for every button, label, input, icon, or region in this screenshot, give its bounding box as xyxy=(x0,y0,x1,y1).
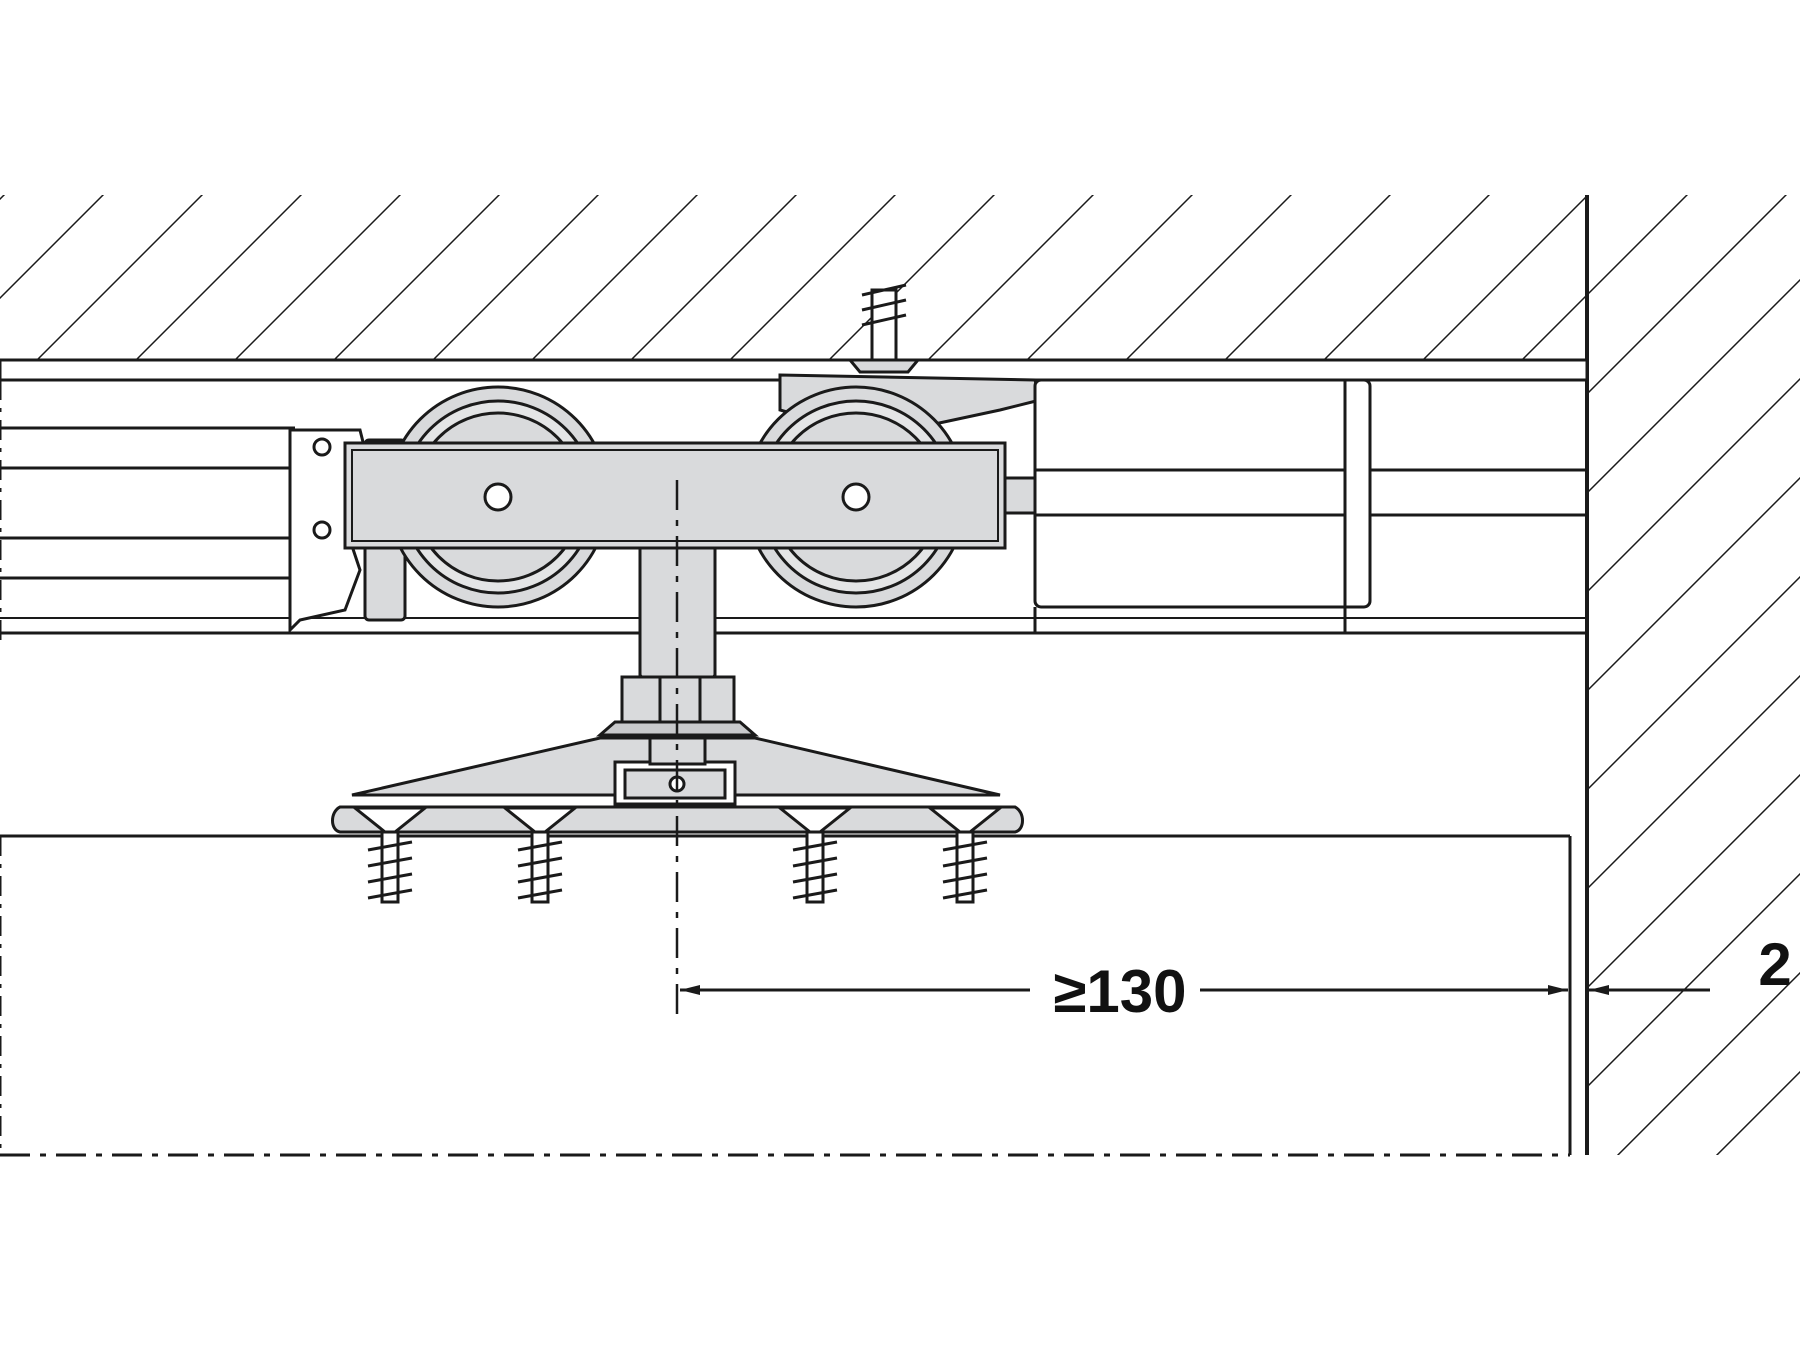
ceiling-section xyxy=(0,195,1585,360)
door-panel xyxy=(0,834,1572,1157)
axle-left-icon xyxy=(483,482,513,512)
screw-1-icon xyxy=(350,806,430,904)
screw-4-icon xyxy=(925,806,1005,904)
side-wall-section xyxy=(1585,195,1800,1155)
screw-2-icon xyxy=(500,806,580,904)
track-rail xyxy=(0,358,1589,640)
axle-right-icon xyxy=(841,482,871,512)
carrier-plate xyxy=(343,441,1007,550)
dimension-label-130: ≥130 xyxy=(1053,958,1186,1025)
ceiling-screw xyxy=(846,283,922,374)
dimension-label-2: 2 xyxy=(1758,931,1791,998)
screw-3-icon xyxy=(775,806,855,904)
door-screws xyxy=(350,806,1005,904)
